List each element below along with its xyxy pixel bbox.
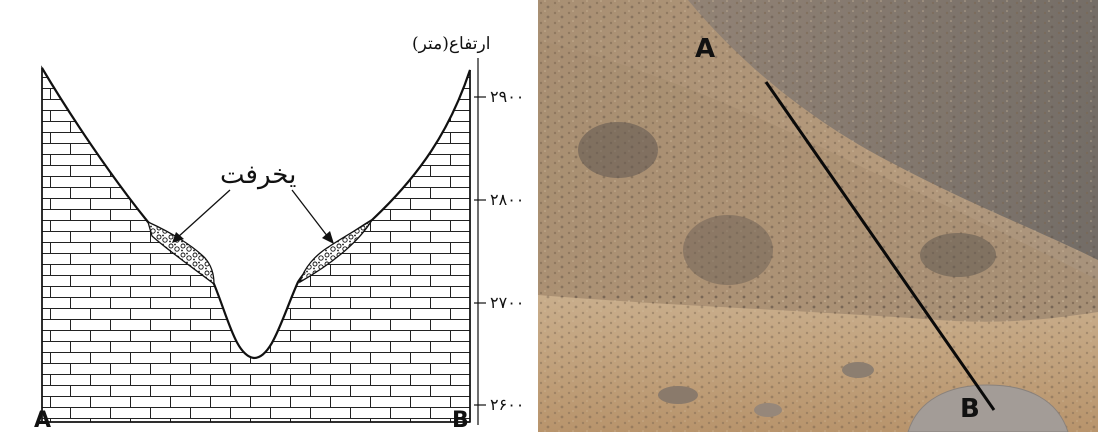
photo-point-b-label: B bbox=[960, 394, 980, 424]
tick-label-2700: ۲۷۰۰ bbox=[490, 293, 525, 312]
arrow-right bbox=[291, 189, 329, 238]
moraine-label: یخرفت bbox=[220, 160, 297, 190]
profile-line bbox=[764, 81, 996, 411]
arrow-left bbox=[177, 189, 231, 238]
point-a-label: A bbox=[34, 408, 52, 433]
tick-label-2600: ۲۶۰۰ bbox=[490, 395, 525, 414]
cross-section-diagram: ارتفاع(متر) ۲۹۰۰ ۲۸۰۰ ۲۷۰۰ ۲۶۰۰ یخرفت A … bbox=[0, 0, 538, 432]
elevation-axis-title: ارتفاع(متر) bbox=[412, 34, 491, 54]
tick-label-2900: ۲۹۰۰ bbox=[490, 87, 525, 106]
valley-photo-drawing bbox=[538, 0, 1098, 432]
moraine-right bbox=[298, 219, 373, 284]
tick-label-2800: ۲۸۰۰ bbox=[490, 190, 525, 209]
valley-photo: A B bbox=[538, 0, 1098, 432]
point-b-label: B bbox=[452, 408, 469, 433]
cross-section-drawing bbox=[41, 58, 486, 425]
photo-point-a-label: A bbox=[695, 34, 716, 64]
limestone-rock bbox=[41, 65, 471, 423]
